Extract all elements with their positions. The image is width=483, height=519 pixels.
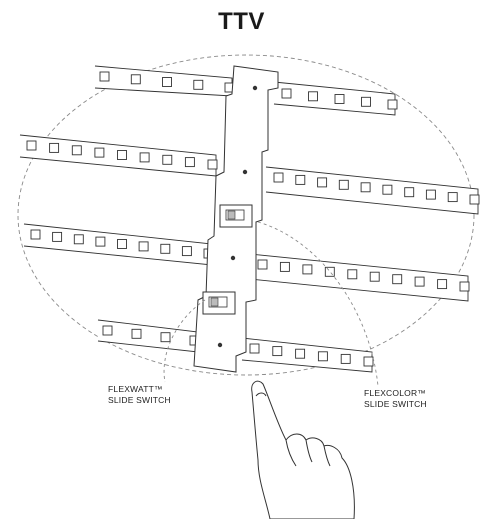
led-chip — [272, 346, 283, 357]
flexwatt-slide-switch — [202, 291, 236, 315]
led-chip — [207, 159, 218, 170]
led-chip — [361, 96, 371, 107]
flexwatt-switch-label: FLEXWATT™ SLIDE SWITCH — [108, 384, 171, 405]
led-chip — [317, 351, 328, 362]
led-chip — [279, 261, 290, 272]
flexcolor-label-line2: SLIDE SWITCH — [364, 398, 427, 409]
led-chip — [340, 353, 351, 364]
led-chip — [459, 281, 470, 292]
flexcolor-slide-switch — [219, 204, 253, 228]
led-chip — [138, 241, 149, 252]
led-chip — [102, 325, 113, 336]
flexwatt-label-line2: SLIDE SWITCH — [108, 394, 171, 405]
flexwatt-label-line1: FLEXWATT™ — [108, 384, 163, 394]
led-strip-left-4 — [97, 319, 199, 353]
led-chip — [437, 279, 448, 290]
led-chip — [130, 74, 141, 85]
led-chip — [257, 259, 268, 270]
led-chip — [469, 194, 480, 205]
led-chip — [99, 71, 110, 82]
led-chip — [338, 179, 349, 190]
diagram-title: TTV — [218, 8, 265, 35]
led-chip — [363, 356, 374, 367]
bracket-hole-1 — [252, 85, 258, 91]
led-strip-right-2 — [265, 166, 479, 215]
led-chip — [193, 79, 204, 90]
led-chip — [73, 234, 84, 245]
led-chip — [273, 172, 284, 183]
led-chip — [49, 142, 60, 153]
led-chip — [30, 229, 41, 240]
led-strip-right-4 — [241, 337, 373, 373]
led-chip — [414, 276, 425, 287]
led-chip — [360, 182, 371, 193]
led-chip — [347, 269, 358, 280]
led-chip — [295, 348, 306, 359]
flexcolor-label-line1: FLEXCOLOR™ — [364, 388, 426, 398]
led-chip — [26, 140, 37, 151]
pointing-hand-illustration — [251, 380, 355, 519]
led-chip — [95, 236, 106, 247]
flexcolor-callout-line — [257, 221, 379, 387]
led-chip — [387, 99, 398, 110]
magnifier-outline — [17, 54, 475, 376]
led-chip — [281, 88, 292, 99]
led-chip — [94, 147, 105, 158]
flexcolor-switch-label: FLEXCOLOR™ SLIDE SWITCH — [364, 388, 427, 409]
led-chip — [392, 274, 403, 285]
led-chip — [117, 239, 127, 249]
bracket-hole-3 — [230, 255, 236, 261]
led-strip-right-1 — [273, 81, 396, 116]
led-chip — [162, 77, 172, 87]
led-strip-right-3 — [249, 253, 469, 302]
led-chip — [369, 271, 380, 282]
led-chip — [382, 184, 393, 195]
led-chip — [334, 94, 345, 104]
bracket-hole-2 — [242, 169, 248, 175]
led-chip — [181, 246, 192, 257]
led-chip — [184, 157, 195, 168]
led-chip — [117, 150, 127, 160]
led-chip — [160, 243, 171, 254]
led-chip — [404, 187, 415, 198]
led-chip — [160, 332, 171, 343]
led-chip — [131, 328, 142, 339]
bracket-hole-4 — [217, 342, 223, 348]
led-chip — [317, 177, 328, 188]
led-chip — [139, 152, 150, 163]
led-chip — [308, 91, 318, 102]
led-chip — [249, 343, 260, 354]
led-chip — [162, 154, 173, 165]
led-chip — [71, 145, 82, 156]
led-chip — [425, 189, 436, 200]
led-chip — [302, 264, 313, 275]
led-chip — [447, 192, 458, 203]
led-chip — [295, 174, 306, 185]
led-chip — [52, 231, 63, 242]
led-chip — [324, 266, 335, 277]
